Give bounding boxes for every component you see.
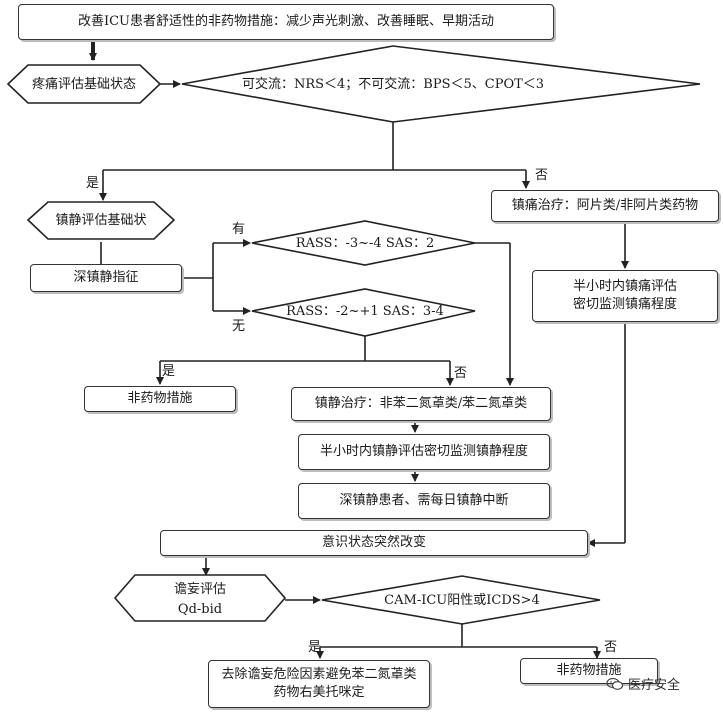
nondrug-measures-text-1: 非药物措施 — [127, 391, 193, 406]
watermark: 医疗安全 — [606, 674, 680, 693]
sedation-eval-text: 半小时内镇静评估密切监测镇静程度 — [319, 444, 528, 459]
remove-delirium-risk-line2: 药物右美托咪定 — [273, 685, 365, 700]
analgesic-eval-line2: 密切监测镇痛程度 — [572, 297, 677, 312]
pain-criteria-diamond — [181, 45, 701, 123]
label-no-sedation: 否 — [454, 366, 468, 381]
rass-deep-diamond — [251, 220, 476, 266]
daily-sedation-interrupt-text: 深镇静患者、需每日镇静中断 — [339, 493, 509, 508]
analgesic-treatment-text: 镇痛治疗：阿片类/非阿片类药物 — [511, 198, 699, 213]
deep-sedation-indication-box: 深镇静指征 — [30, 264, 182, 292]
analgesic-eval-box: 半小时内镇痛评估 密切监测镇痛程度 — [532, 270, 718, 322]
sedation-assess-text: 镇静评估基础状 — [55, 213, 147, 228]
cam-icu-text: CAM-ICU阳性或ICDS>4 — [384, 593, 540, 608]
top-nondrug-measures-box: 改善ICU患者舒适性的非药物措施：减少声光刺激、改善睡眠、早期活动 — [18, 4, 554, 40]
delirium-assess-line1: 谵妄评估 — [173, 582, 227, 597]
nondrug-measures-box-1: 非药物措施 — [84, 386, 236, 412]
label-yes-pain: 是 — [86, 176, 100, 191]
deep-sedation-indication-text: 深镇静指征 — [73, 270, 139, 285]
watermark-text: 医疗安全 — [628, 678, 681, 693]
pain-assess-text: 疼痛评估基础状态 — [31, 77, 137, 92]
remove-delirium-risk-line1: 去除谵妄危险因素避免苯二氮䓬类 — [221, 667, 417, 682]
delirium-assess-line2: Qd-bid — [177, 602, 223, 617]
analgesic-eval-line1: 半小时内镇痛评估 — [572, 279, 677, 294]
sedation-eval-box: 半小时内镇静评估密切监测镇静程度 — [298, 434, 550, 470]
rass-light-text: RASS：-2~+1 SAS：3-4 — [286, 304, 444, 319]
analgesic-treatment-box: 镇痛治疗：阿片类/非阿片类药物 — [491, 190, 719, 222]
nondrug-measures-box-2: 非药物措施 — [520, 658, 658, 684]
label-yes-sedation: 是 — [162, 364, 176, 379]
pain-assess-hexagon — [6, 64, 162, 104]
mental-status-change-text: 意识状态突然改变 — [321, 535, 426, 550]
delirium-assess-hexagon — [113, 574, 287, 622]
rass-deep-text: RASS：-3~-4 SAS：2 — [295, 236, 435, 251]
rass-light-diamond — [251, 288, 476, 337]
cam-icu-diamond — [321, 575, 601, 625]
label-no-pain: 否 — [535, 168, 549, 183]
pain-criteria-text: 可交流：NRS＜4；不可交流：BPS＜5、CPOT＜3 — [241, 77, 545, 92]
top-nondrug-measures-text: 改善ICU患者舒适性的非药物措施：减少声光刺激、改善睡眠、早期活动 — [77, 14, 495, 29]
sedative-treatment-text: 镇静治疗：非苯二氮䓬类/苯二氮䓬类 — [314, 396, 528, 411]
daily-sedation-interrupt-box: 深镇静患者、需每日镇静中断 — [298, 483, 550, 519]
wechat-icon — [606, 677, 624, 690]
remove-delirium-risk-box: 去除谵妄危险因素避免苯二氮䓬类 药物右美托咪定 — [208, 660, 430, 708]
label-yes-delirium: 是 — [308, 640, 322, 655]
mental-status-change-box: 意识状态突然改变 — [160, 530, 588, 556]
label-no-delirium: 否 — [604, 640, 618, 655]
label-none: 无 — [232, 319, 246, 334]
label-have: 有 — [232, 222, 246, 237]
nondrug-measures-text-2: 非药物措施 — [556, 663, 622, 678]
sedation-assess-hexagon — [26, 201, 176, 240]
sedative-treatment-box: 镇静治疗：非苯二氮䓬类/苯二氮䓬类 — [291, 387, 551, 421]
